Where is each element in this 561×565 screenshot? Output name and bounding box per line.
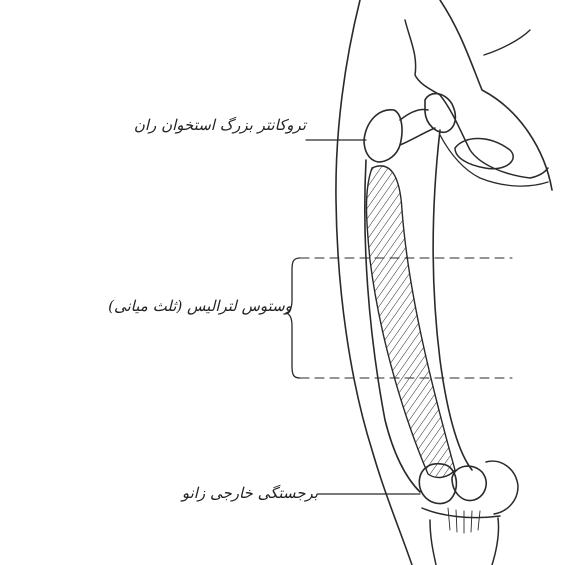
obturator-foramen: [455, 138, 513, 168]
label-greater-trochanter: تروکانتر بزرگ استخوان ران: [58, 116, 306, 134]
thigh-outline-right: [440, 0, 552, 190]
femoral-neck: [400, 109, 435, 145]
vastus-lateralis-muscle: [367, 166, 456, 478]
label-lateral-epicondyle: برجستگی خارجی زانو: [104, 484, 318, 502]
medial-condyle: [486, 461, 518, 514]
thigh-outline-medial: [484, 30, 530, 55]
pelvis-rim: [440, 135, 548, 186]
tibia-plateau: [422, 508, 500, 565]
greater-trochanter-shape: [364, 110, 402, 162]
middle-third-bracket: [286, 258, 300, 378]
knee-joint-fibers: [448, 508, 480, 533]
label-vastus-lateralis: وستوس لترالیس (ثلث میانی): [0, 297, 292, 315]
